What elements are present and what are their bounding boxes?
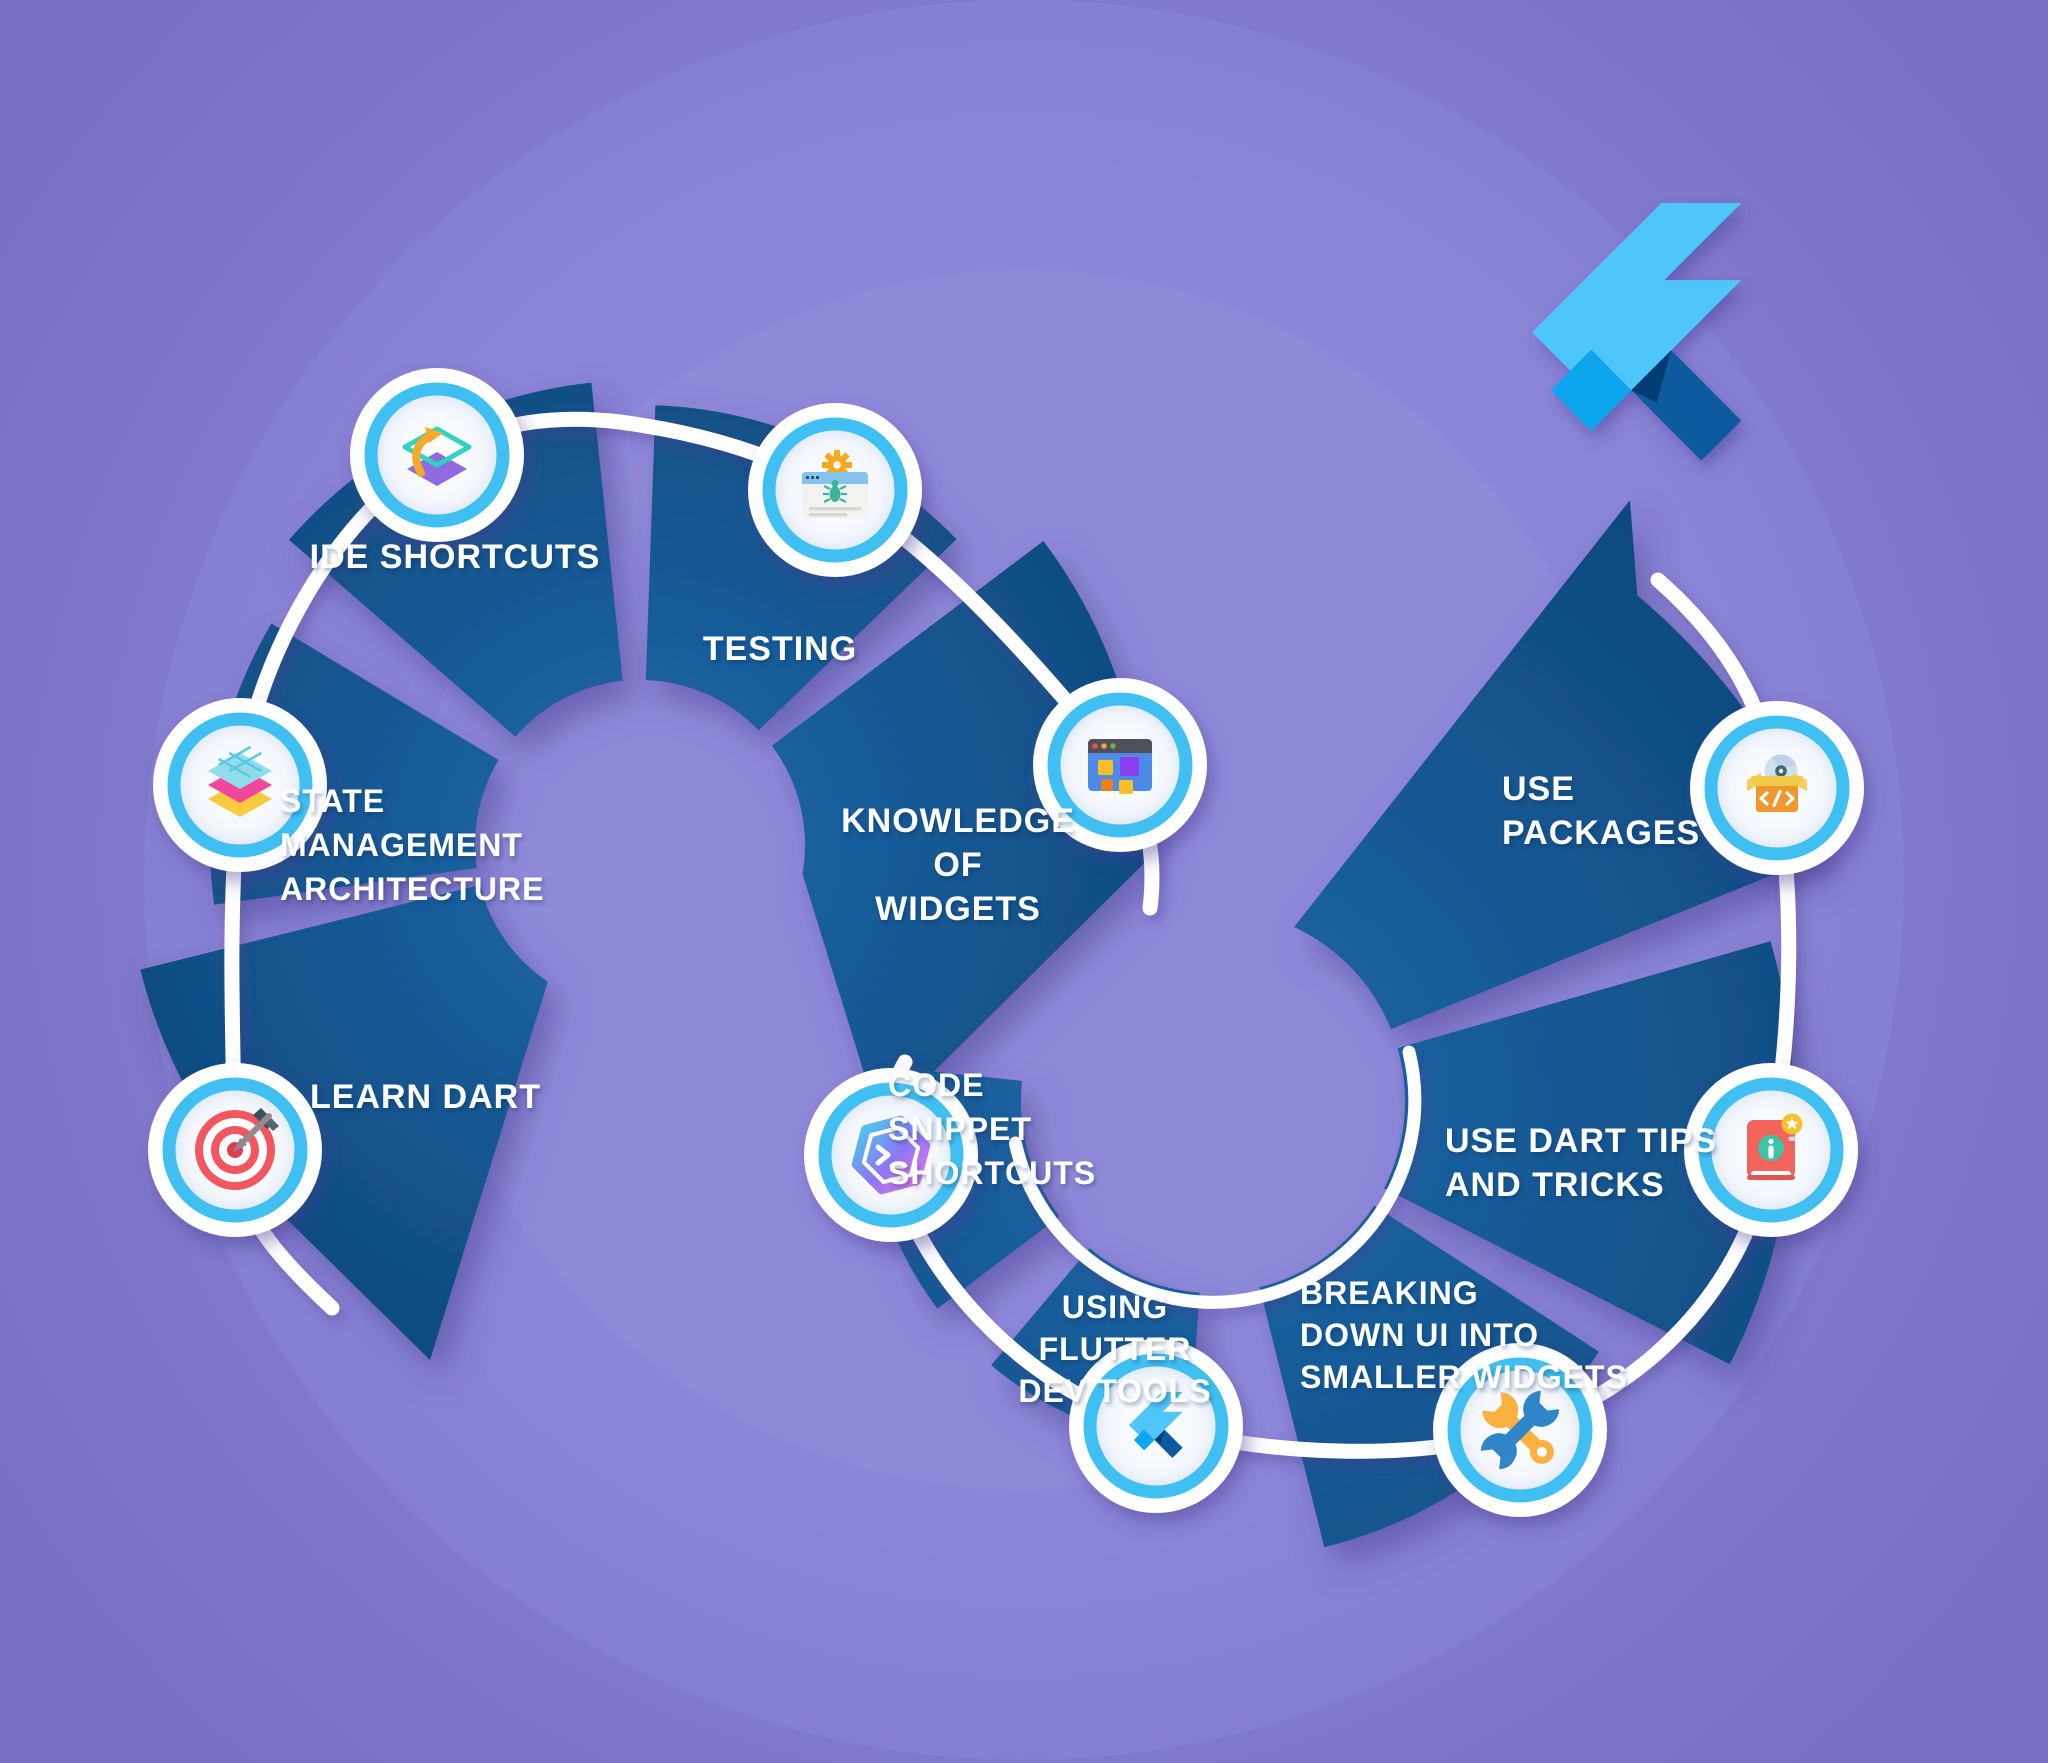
dartboard-target-icon	[195, 1108, 279, 1190]
badge-use-dart-tips	[1684, 1063, 1858, 1237]
label-breaking-line2: DOWN UI INTO	[1300, 1317, 1539, 1353]
flutter-logo-icon	[1129, 1392, 1183, 1459]
label-code-line3: SHORTCUTS	[888, 1155, 1096, 1191]
label-state-line1: STATE	[280, 783, 385, 819]
badge-state-management	[153, 698, 327, 872]
badge-breaking-down-ui	[1433, 1343, 1607, 1517]
badge-flutter-dev-tools	[1069, 1339, 1243, 1513]
label-packages-line2: PACKAGES	[1502, 814, 1700, 852]
label-knowledge-line2: OF	[933, 846, 982, 884]
badge-code-snippet	[804, 1068, 978, 1242]
stacked-layers-icon	[208, 745, 272, 817]
crossed-wrenches-icon	[1480, 1390, 1560, 1470]
label-breaking-line3: SMALLER WIDGETS	[1300, 1359, 1628, 1395]
badge-ide-shortcuts	[350, 368, 524, 542]
info-book-star-icon	[1747, 1113, 1803, 1180]
segment-learn-dart	[140, 884, 548, 1360]
layers-swap-arrow-icon	[402, 426, 472, 486]
label-knowledge-line1: KNOWLEDGE	[841, 802, 1075, 840]
segment-breaking-down-ui	[1259, 1205, 1599, 1548]
badge-knowledge-of-widgets	[1033, 678, 1207, 852]
badge-learn-dart	[148, 1063, 322, 1237]
browser-gear-bug-icon	[802, 450, 868, 518]
label-devtools-line1: USING	[1062, 1289, 1168, 1325]
badge-use-packages	[1690, 701, 1864, 875]
segment-use-packages	[1294, 500, 1825, 1030]
label-testing: TESTING	[703, 630, 857, 668]
label-tips-line1: USE DART TIPS	[1445, 1122, 1717, 1160]
label-devtools-line2: FLUTTER	[1039, 1331, 1192, 1367]
segment-use-dart-tips	[1384, 941, 1793, 1365]
flutter-logo	[1532, 203, 1742, 461]
label-code-line2: SNIPPET	[888, 1111, 1032, 1147]
badge-testing	[748, 403, 922, 577]
label-learn-dart: LEARN DART	[310, 1078, 541, 1116]
label-code-line1: CODE	[888, 1067, 984, 1103]
label-knowledge-line3: WIDGETS	[875, 890, 1041, 928]
browser-widgets-icon	[1088, 739, 1152, 794]
label-packages-line1: USE	[1502, 770, 1575, 808]
label-devtools-line3: DEV TOOLS	[1018, 1373, 1211, 1409]
right-ring-hole-outline	[1008, 1045, 1422, 1309]
label-ide-shortcuts: IDE SHORTCUTS	[310, 538, 601, 576]
package-box-cd-icon	[1747, 754, 1807, 812]
terminal-hexagon-icon	[851, 1115, 931, 1195]
label-state-line2: MANAGEMENT	[280, 827, 523, 863]
label-state-line3: ARCHITECTURE	[280, 871, 544, 907]
label-breaking-line1: BREAKING	[1300, 1275, 1479, 1311]
label-tips-line2: AND TRICKS	[1445, 1166, 1665, 1204]
